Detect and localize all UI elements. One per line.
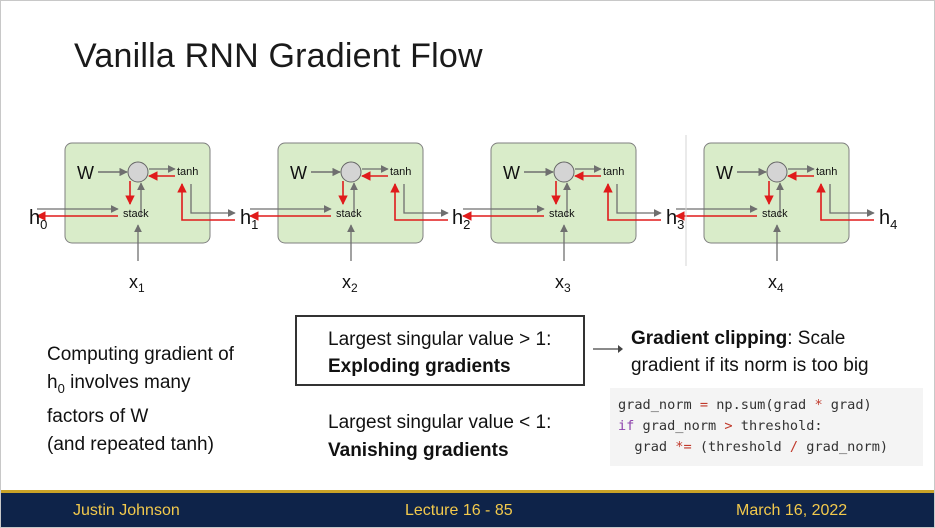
- clipping-line-2: gradient if its norm is too big: [631, 355, 869, 376]
- slide-footer: Justin Johnson Lecture 16 - 85 March 16,…: [1, 490, 934, 527]
- exploding-line-1: Largest singular value > 1:: [328, 329, 552, 350]
- input-label: x2: [342, 272, 358, 295]
- hidden-state-label: h0: [29, 207, 47, 232]
- hidden-state-label: h2: [452, 207, 470, 232]
- input-label: x4: [768, 272, 784, 295]
- stack-label: stack: [762, 208, 788, 220]
- tanh-label: tanh: [816, 166, 837, 178]
- gradient-explanation: Computing gradient of h0 involves many f…: [47, 341, 234, 459]
- explain-line-2: h0 involves many: [47, 372, 191, 396]
- multiply-node: [127, 161, 149, 183]
- stack-label: stack: [123, 208, 149, 220]
- footer-author: Justin Johnson: [73, 502, 180, 519]
- stack-label: stack: [336, 208, 362, 220]
- weight-label: W: [77, 163, 94, 183]
- tanh-label: tanh: [390, 166, 411, 178]
- multiply-node: [553, 161, 575, 183]
- hidden-state-label: h1: [240, 207, 258, 232]
- footer-lecture: Lecture 16 - 85: [405, 502, 513, 519]
- multiply-node: [340, 161, 362, 183]
- exploding-line-2: Exploding gradients: [328, 356, 511, 377]
- weight-label: W: [503, 163, 520, 183]
- weight-label: W: [716, 163, 733, 183]
- input-label: x1: [129, 272, 145, 295]
- slide-title: Vanilla RNN Gradient Flow: [74, 37, 483, 75]
- hidden-state-label: h3: [666, 207, 684, 232]
- stack-label: stack: [549, 208, 575, 220]
- weight-label: W: [290, 163, 307, 183]
- footer-date: March 16, 2022: [736, 502, 848, 519]
- tanh-label: tanh: [603, 166, 624, 178]
- explain-line-3: factors of W: [47, 405, 149, 427]
- multiply-node: [766, 161, 788, 183]
- input-label: x3: [555, 272, 571, 295]
- exploding-box: [295, 315, 585, 386]
- hidden-state-label: h4: [879, 207, 897, 232]
- clipping-code: grad_norm = np.sum(grad * grad) if grad_…: [610, 388, 923, 466]
- vanishing-line-2: Vanishing gradients: [328, 440, 509, 461]
- clipping-line-1: Gradient clipping: Scale: [631, 328, 846, 349]
- vanishing-line-1: Largest singular value < 1:: [328, 412, 552, 433]
- arrow-right-icon: [593, 345, 623, 353]
- explain-line-1: Computing gradient of: [47, 344, 234, 365]
- tanh-label: tanh: [177, 166, 198, 178]
- explain-line-4: (and repeated tanh): [47, 433, 214, 455]
